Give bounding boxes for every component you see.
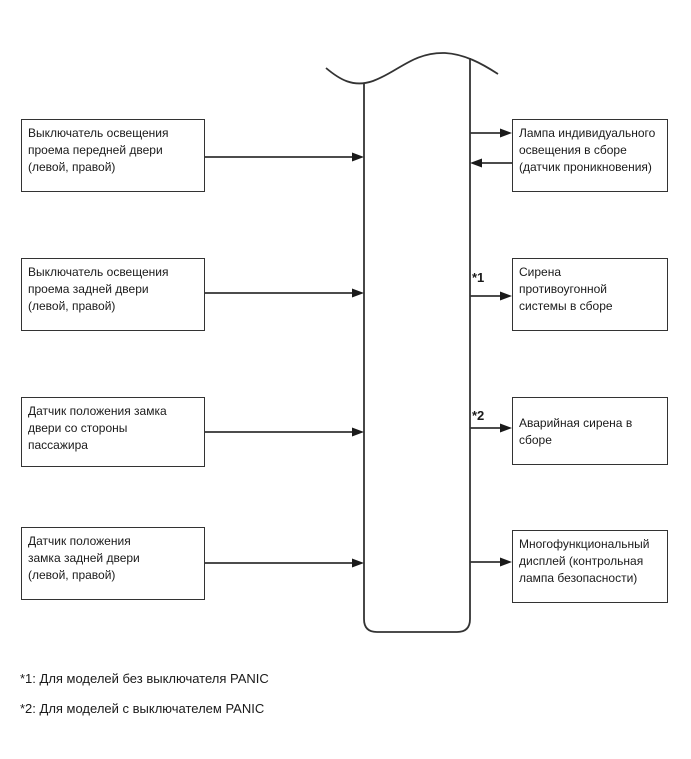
arrow-front-door-switch-to-block xyxy=(205,152,364,162)
left-box-rear-door-lock-position-sensor: Датчик положения замка задней двери (лев… xyxy=(21,527,205,600)
left-box-passenger-door-lock-position-sensor: Датчик положения замка двери со стороны … xyxy=(21,397,205,467)
label-asterisk-2: *2 xyxy=(472,408,485,423)
arrow-block-to-personal-light xyxy=(470,128,512,138)
label-asterisk-1: *1 xyxy=(472,270,485,285)
arrow-block-to-emergency-siren xyxy=(470,423,512,433)
arrow-block-to-multifunction-display xyxy=(470,557,512,567)
arrow-personal-light-to-block xyxy=(470,158,512,168)
right-box-personal-light-assembly: Лампа индивидуального освещения в сборе … xyxy=(512,119,668,192)
arrow-passenger-lock-sensor-to-block xyxy=(205,427,364,437)
right-box-multifunction-display: Многофункциональный дисплей (контрольная… xyxy=(512,530,668,603)
footnote-panic-with: *2: Для моделей с выключателем PANIC xyxy=(20,701,265,716)
left-box-front-door-courtesy-switch: Выключатель освещения проема передней дв… xyxy=(21,119,205,192)
left-box-rear-door-courtesy-switch: Выключатель освещения проема задней двер… xyxy=(21,258,205,331)
right-box-emergency-siren: Аварийная сирена в сборе xyxy=(512,397,668,465)
central-block-shape xyxy=(363,58,471,633)
arrow-rear-lock-sensor-to-block xyxy=(205,558,364,568)
arrow-rear-door-switch-to-block xyxy=(205,288,364,298)
footnote-panic-without: *1: Для моделей без выключателя PANIC xyxy=(20,671,269,686)
central-block-torn-edge-curve xyxy=(325,52,499,85)
right-box-theft-deterrent-horn: Сирена противоугонной системы в сборе xyxy=(512,258,668,331)
arrow-block-to-theft-deterrent-horn xyxy=(470,291,512,301)
